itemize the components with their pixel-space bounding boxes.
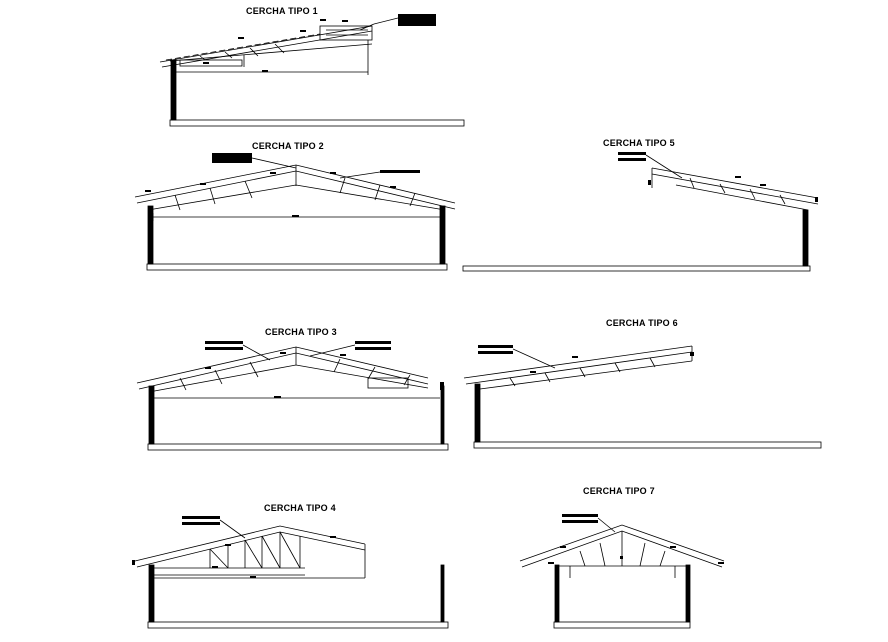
floor-slab (147, 621, 449, 629)
truss-title-tipo-3: CERCHA TIPO 3 (265, 327, 337, 337)
truss-title-tipo-5: CERCHA TIPO 5 (603, 138, 675, 148)
column-left (554, 564, 560, 623)
floor-slab (169, 119, 465, 127)
truss-tipo-1 (159, 14, 465, 127)
section-label-block (182, 522, 220, 525)
truss-tipo-5 (462, 152, 819, 272)
truss-tipo-7 (519, 514, 725, 629)
truss-tipo-6 (463, 345, 822, 449)
truss-title-tipo-6: CERCHA TIPO 6 (606, 318, 678, 328)
section-label-block (205, 341, 243, 344)
column (170, 59, 177, 121)
column-right (440, 564, 445, 623)
column (474, 383, 481, 443)
section-label-block (618, 152, 646, 155)
floor-slab (462, 265, 811, 272)
section-label-block (205, 347, 243, 350)
section-label-block (478, 351, 513, 354)
section-label-block (618, 158, 646, 161)
floor-slab (146, 263, 448, 271)
truss-title-tipo-2: CERCHA TIPO 2 (252, 141, 324, 151)
section-label-block (355, 341, 391, 344)
section-label-block (562, 514, 598, 517)
section-label-block (398, 14, 436, 26)
section-label-block (380, 170, 420, 173)
truss-tipo-3 (136, 341, 449, 451)
column-left (147, 205, 154, 265)
column (802, 209, 809, 267)
section-label-block (478, 345, 513, 348)
section-label-block (355, 347, 391, 350)
section-label-block (182, 516, 220, 519)
truss-tipo-4 (132, 516, 449, 629)
section-label-block (212, 153, 252, 163)
column-right (440, 385, 445, 445)
truss-title-tipo-7: CERCHA TIPO 7 (583, 486, 655, 496)
truss-title-tipo-1: CERCHA TIPO 1 (246, 6, 318, 16)
floor-slab (553, 621, 691, 629)
column-right (685, 564, 691, 623)
floor-slab (473, 441, 822, 449)
truss-title-tipo-4: CERCHA TIPO 4 (264, 503, 336, 513)
column-left (148, 564, 155, 623)
floor-slab (147, 443, 449, 451)
truss-tipo-2 (134, 153, 456, 271)
column-right (439, 205, 446, 265)
section-label-block (562, 520, 598, 523)
column-left (148, 385, 155, 445)
